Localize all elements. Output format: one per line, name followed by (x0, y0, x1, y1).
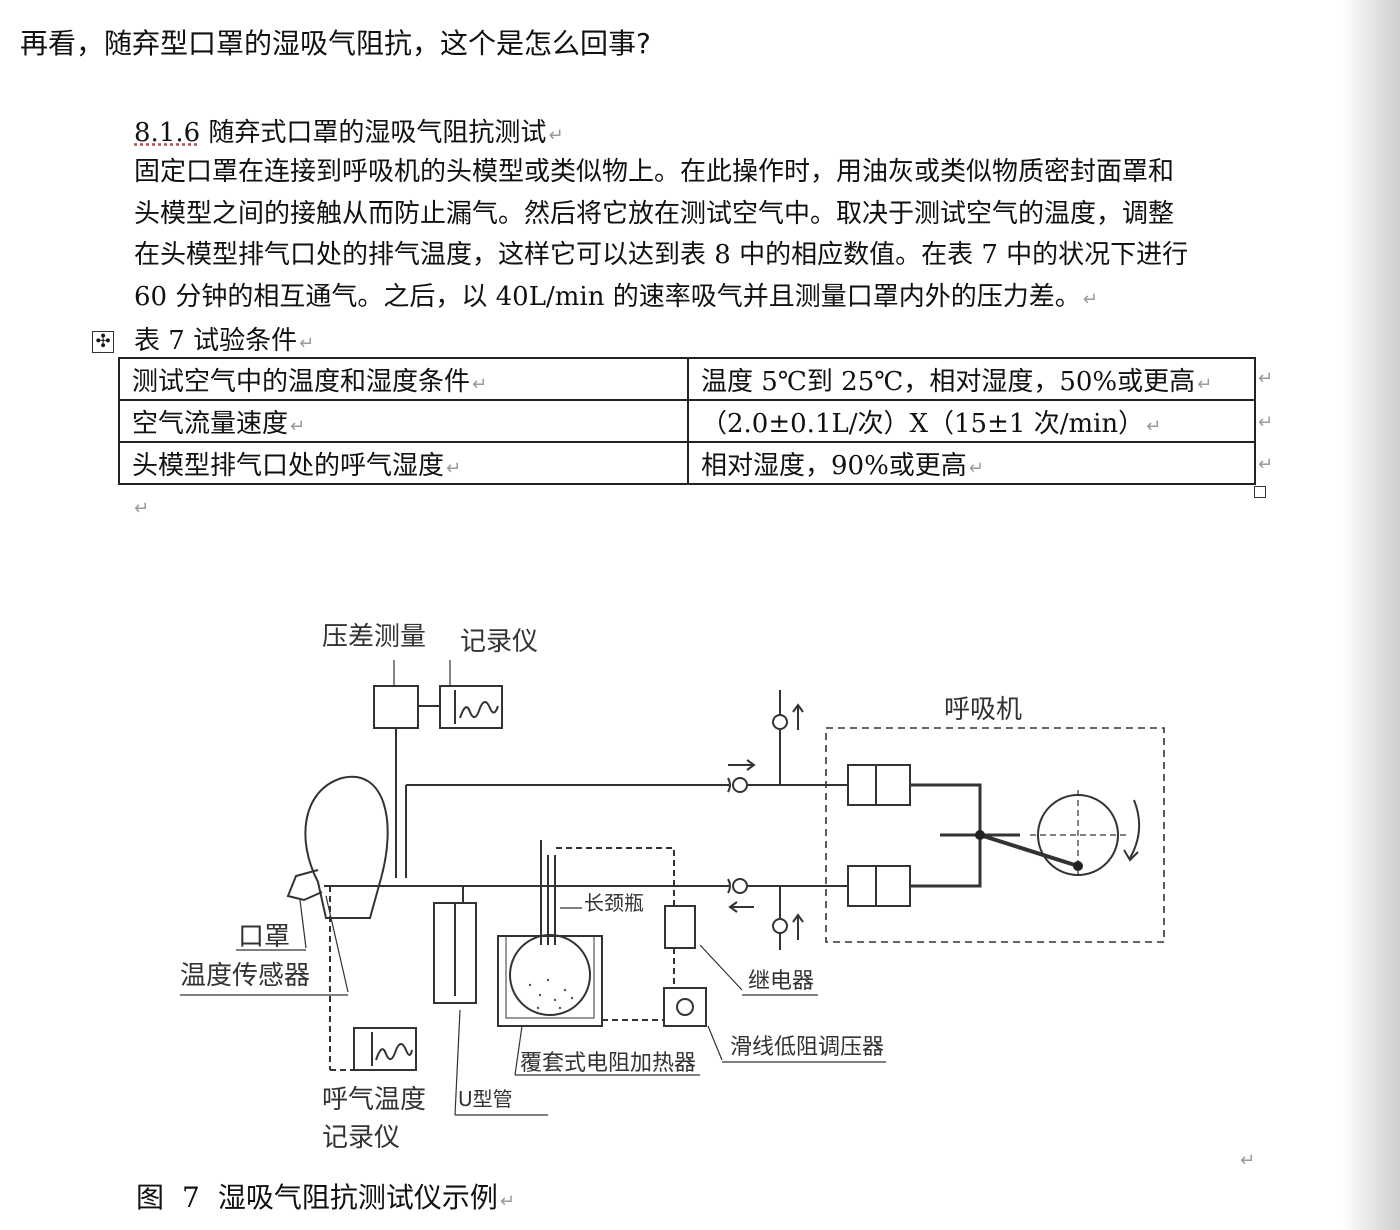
recorder-box (439, 685, 503, 729)
label-mask: 口罩 (238, 922, 290, 952)
label-temp-sensor: 温度传感器 (180, 961, 310, 991)
test-apparatus-diagram: 压差测量 记录仪 呼吸机 口罩 温度传感器 长颈瓶 继电器 滑线低阻调压器 覆套… (180, 622, 1165, 1153)
paragraph-line: 头模型之间的接触从而防止漏气。然后将它放在测试空气中。取决于测试空气的温度，调整 (134, 198, 1175, 229)
figure-number: 7 (182, 1181, 200, 1214)
row-end-mark: ↵ (1258, 454, 1274, 475)
window-edge-shadow (1342, 0, 1400, 1230)
label-breathing-machine: 呼吸机 (944, 695, 1022, 725)
table-cell: 温度 5℃到 25℃，相对湿度，50%或更高↵ (687, 357, 1256, 401)
table-cell: 测试空气中的温度和湿度条件↵ (118, 357, 689, 401)
section-paragraph: 固定口罩在连接到呼吸机的头模型或类似物上。在此操作时，用油灰或类似物质密封面罩和… (134, 152, 1264, 320)
section-number: 8.1.6 (134, 118, 201, 148)
paragraph-line: 固定口罩在连接到呼吸机的头模型或类似物上。在此操作时，用油灰或类似物质密封面罩和 (134, 157, 1175, 187)
conditions-table: 测试空气中的温度和湿度条件↵ 温度 5℃到 25℃，相对湿度，50%或更高↵ 空… (118, 357, 1256, 485)
table-row: 头模型排气口处的呼气湿度↵ 相对湿度，90%或更高↵ (118, 441, 1256, 485)
exhale-recorder-box (353, 1027, 417, 1071)
question-text: 再看，随弃型口罩的湿吸气阻抗，这个是怎么回事? (20, 27, 651, 60)
table-resize-handle[interactable] (1254, 486, 1266, 498)
section-heading: 8.1.6 随弃式口罩的湿吸气阻抗测试↵ (134, 112, 564, 149)
section-title: 随弃式口罩的湿吸气阻抗测试 (208, 118, 547, 148)
table-row: 测试空气中的温度和湿度条件↵ 温度 5℃到 25℃，相对湿度，50%或更高↵ (118, 357, 1256, 401)
table-move-handle-icon[interactable]: ✣ (92, 331, 114, 353)
table-row: 空气流量速度↵ （2.0±0.1L/次）X（15±1 次/min）↵ (118, 399, 1256, 443)
row-end-mark: ↵ (1258, 368, 1274, 389)
figure-label: 图 (136, 1181, 165, 1214)
regulator-box (663, 987, 707, 1027)
table-caption: 表 7 试验条件↵ (134, 326, 315, 356)
pressure-gauge-box (373, 685, 419, 729)
paragraph-line: 在头模型排气口处的排气温度，这样它可以达到表 8 中的相应数值。在表 7 中的状… (134, 240, 1189, 270)
table-cell: 相对湿度，90%或更高↵ (687, 441, 1256, 485)
label-regulator: 滑线低阻调压器 (730, 1035, 884, 1060)
label-u-tube: U型管 (458, 1087, 513, 1111)
label-heater: 覆套式电阻加热器 (520, 1051, 696, 1076)
label-exhale-temp: 呼气温度 (322, 1085, 426, 1115)
label-relay: 继电器 (748, 969, 814, 994)
table-cell: 头模型排气口处的呼气湿度↵ (118, 441, 689, 485)
paragraph-line: 60 分钟的相互通气。之后，以 40L/min 的速率吸气并且测量口罩内外的压力… (134, 281, 1098, 312)
relay-box (664, 905, 696, 949)
figure-title: 湿吸气阻抗测试仪示例 (217, 1181, 498, 1214)
paragraph-mark: ↵ (548, 125, 564, 146)
row-end-mark: ↵ (1258, 412, 1274, 433)
label-recorder-top: 记录仪 (460, 627, 538, 657)
upper-cylinder (847, 764, 911, 806)
table-cell: （2.0±0.1L/次）X（15±1 次/min）↵ (687, 399, 1256, 443)
paragraph-mark: ↵ (1240, 1150, 1256, 1171)
label-flask: 长颈瓶 (584, 891, 644, 915)
label-pressure-measure: 压差测量 (322, 622, 426, 652)
table-cell: 空气流量速度↵ (118, 399, 689, 443)
paragraph-mark: ↵ (134, 498, 150, 519)
lower-cylinder (847, 865, 911, 907)
label-recorder-bottom: 记录仪 (322, 1123, 400, 1153)
